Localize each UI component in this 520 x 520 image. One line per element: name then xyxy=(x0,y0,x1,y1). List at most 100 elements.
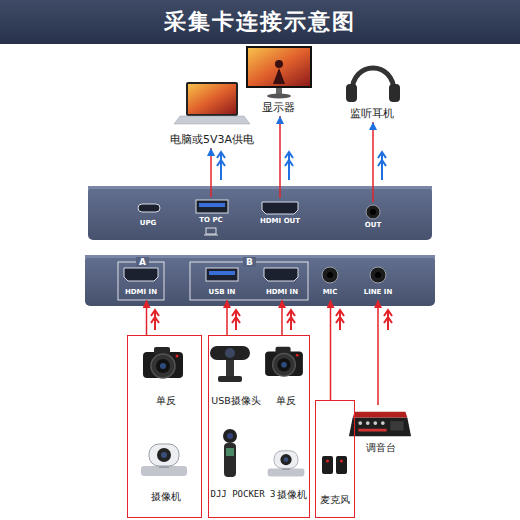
audio-jack xyxy=(375,272,381,278)
hdmi-port xyxy=(124,268,158,281)
audio-jack xyxy=(322,267,386,283)
port-node: LINE IN xyxy=(356,264,400,300)
audio-jack xyxy=(366,205,380,219)
microphone-box: 麦克风 xyxy=(315,400,355,518)
connector-arrow xyxy=(281,300,283,335)
device-caption: USB摄像头 xyxy=(211,396,261,406)
direction-arrow xyxy=(217,152,225,180)
source-group-box: 单反摄像机 xyxy=(127,335,202,518)
port-label: HDMI IN xyxy=(266,289,298,297)
diagram-title: 采集卡连接示意图 xyxy=(0,0,520,44)
laptop-illustration xyxy=(174,82,250,124)
hdmi-port xyxy=(124,268,298,281)
title-banner xyxy=(0,0,520,44)
audio-jack xyxy=(370,209,376,215)
source-device: USB摄像头 xyxy=(209,342,263,408)
connector-arrow xyxy=(279,116,281,198)
laptop-symbol xyxy=(204,228,218,235)
direction-arrow xyxy=(151,310,159,330)
device-caption: 摄像机 xyxy=(151,491,181,502)
headphone-illustration xyxy=(352,68,394,92)
headphone-illustration xyxy=(346,68,400,102)
usb-c-port xyxy=(138,204,160,212)
port-group-frame xyxy=(118,262,164,300)
title-banner xyxy=(0,0,520,44)
port-node: HDMI IN xyxy=(256,264,308,300)
device-caption: 摄像机 xyxy=(277,489,307,500)
port-label: LINE IN xyxy=(364,289,393,297)
direction-arrow xyxy=(378,152,386,180)
device-back-panel xyxy=(88,186,432,240)
port-group-label: B xyxy=(243,257,256,267)
port-label: UPG xyxy=(140,220,157,228)
direction-arrow xyxy=(285,152,293,180)
laptop-symbol xyxy=(204,235,218,236)
source-device: 摄像机 xyxy=(133,432,198,504)
monitor-illustration xyxy=(246,46,312,88)
microphone-illustration xyxy=(322,456,347,474)
monitor-illustration xyxy=(248,48,310,86)
monitor-illustration xyxy=(275,60,283,68)
port-label: USB IN xyxy=(209,289,236,297)
port-node: HDMI OUT xyxy=(254,198,306,228)
connector-arrow xyxy=(226,300,228,335)
monitor-illustration xyxy=(276,88,282,94)
audio-jack xyxy=(327,272,333,278)
laptop-illustration xyxy=(188,84,236,114)
port-label: HDMI OUT xyxy=(260,218,300,226)
camera-illustration xyxy=(265,347,303,376)
port-node: OUT xyxy=(358,202,388,232)
monitor-illustration xyxy=(246,46,312,99)
camera-illustration xyxy=(141,346,304,477)
usb-a-port xyxy=(199,203,225,207)
device-caption: 调音台 xyxy=(366,442,396,453)
mixer-node: 调音台 xyxy=(345,405,417,455)
source-group-box: USB摄像头 单反 DJJ POCKER 3摄像机 xyxy=(208,335,310,518)
headphone-illustration xyxy=(389,84,400,102)
device-caption: 监听耳机 xyxy=(350,108,394,120)
direction-arrow xyxy=(232,310,240,330)
port-group-frame xyxy=(190,262,308,300)
port-group-label: A xyxy=(136,257,149,267)
device-node: 显示器 xyxy=(240,44,316,116)
monitor-illustration xyxy=(273,68,285,84)
device-node: 电脑或5V3A供电 xyxy=(166,78,258,148)
device-caption: 电脑或5V3A供电 xyxy=(170,134,254,146)
device-caption: 麦克风 xyxy=(320,494,350,505)
camera-illustration xyxy=(223,429,237,477)
camera-illustration xyxy=(141,444,187,476)
device-caption: 显示器 xyxy=(262,102,295,114)
source-device: 摄像机 xyxy=(276,432,308,504)
connector-arrow xyxy=(377,300,379,405)
device-front-panel xyxy=(85,255,435,306)
direction-arrow xyxy=(287,310,295,330)
monitor-illustration xyxy=(267,94,291,99)
usb-a-port xyxy=(206,268,238,281)
camera-illustration xyxy=(268,451,305,477)
connector-arrow xyxy=(146,300,148,335)
device-caption: DJJ POCKER 3 xyxy=(210,490,275,500)
port-group-frame xyxy=(118,262,308,300)
port-label: TO PC xyxy=(199,217,222,225)
device-caption: 单反 xyxy=(156,395,176,406)
source-device: 单反 xyxy=(263,342,309,408)
usb-c-port xyxy=(138,204,160,212)
port-label: HDMI IN xyxy=(125,289,157,297)
hdmi-port xyxy=(262,202,298,214)
usb-a-port xyxy=(209,271,235,275)
microphone-illustration xyxy=(322,456,347,474)
headphone-illustration xyxy=(346,84,357,102)
source-device: DJJ POCKER 3 xyxy=(210,426,276,504)
camera-illustration xyxy=(210,346,250,382)
direction-arrow xyxy=(217,152,386,180)
laptop-illustration xyxy=(174,116,250,124)
laptop-symbol xyxy=(206,228,216,234)
usb-a-port xyxy=(206,268,238,281)
port-node: HDMI IN xyxy=(116,264,166,300)
device-back-panel xyxy=(88,186,432,240)
direction-arrow xyxy=(336,310,344,330)
usb-a-port xyxy=(196,200,228,213)
direction-arrow xyxy=(384,310,392,330)
device-caption: 单反 xyxy=(276,395,296,406)
device-node: 监听耳机 xyxy=(340,62,404,122)
